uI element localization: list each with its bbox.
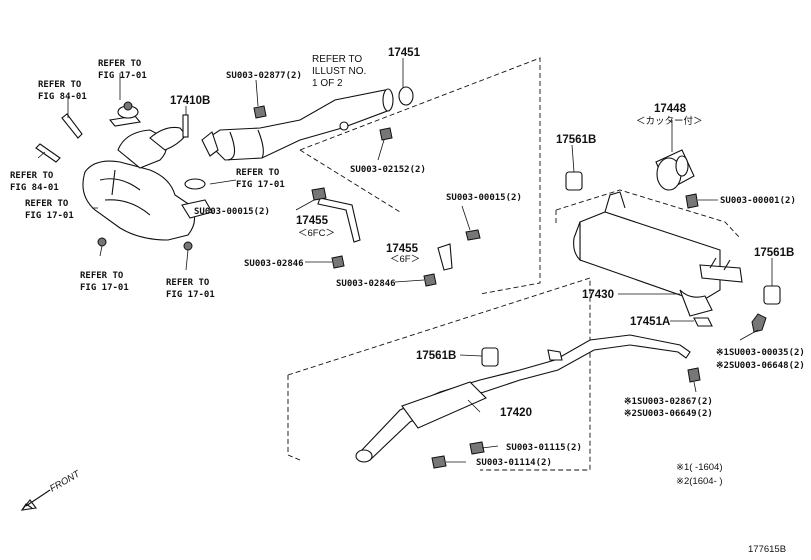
fastener-su003-00001: SU003-00001(2): [720, 196, 796, 206]
bolt-su003-02846-a: [331, 255, 345, 269]
note-2: ※2(1604- ): [676, 476, 723, 487]
bolt-su003-02846-b: [423, 273, 437, 287]
fastener-su003-02877: SU003-02877(2): [226, 71, 302, 81]
part-17451: 17451: [388, 47, 421, 59]
part-17430: 17430: [582, 289, 614, 301]
note-1: ※1( -1604): [676, 462, 723, 473]
refer-fig-17-01-d: REFER TO FIG 17-01: [166, 278, 215, 300]
lower-assembly-outline: [287, 277, 591, 471]
part-17455-a-note: ＜6FC＞: [298, 228, 335, 239]
nut-su003-02867: [687, 367, 701, 383]
upper-assembly-outline: [299, 57, 541, 295]
bolt-su003-00035: [751, 313, 767, 333]
bolt-su003-00015-a: [311, 187, 327, 201]
bolt-su003-01115: [469, 441, 485, 455]
fastener-su003-00015-b: SU003-00015(2): [446, 193, 522, 203]
hanger-17561B-a: [565, 171, 583, 191]
leader-lines: [37, 58, 773, 463]
front-arrow-icon: [20, 489, 51, 511]
part-17455-b: 17455: [386, 243, 419, 255]
part-17455-b-note: ＜6F＞: [390, 254, 420, 265]
nut-su003-02152: [379, 127, 393, 141]
fastener-su003-01114: SU003-01114(2): [476, 458, 552, 468]
part-17420: 17420: [500, 407, 532, 419]
gasket-17451: [398, 86, 414, 106]
part-17410B: 17410B: [170, 95, 210, 107]
tail-pipe-17448: [655, 149, 695, 191]
fastener-su003-00015-a: SU003-00015(2): [194, 207, 270, 217]
refer-illust-1-of-2: REFER TO ILLUST NO. 1 OF 2: [312, 54, 369, 89]
nut-su003-02877: [253, 105, 267, 119]
part-17448: 17448: [654, 103, 687, 115]
bolt-su003-00015-b: [465, 229, 481, 241]
front-label: FRONT: [48, 468, 83, 494]
front-pipe-catalytic-converter: [201, 88, 394, 161]
refer-fig-84-01-b: REFER TO FIG 84-01: [10, 171, 59, 193]
refer-fig-17-01-a: REFER TO FIG 17-01: [98, 59, 147, 81]
figure-id: 177615B: [748, 544, 786, 555]
center-pipe-17420: [355, 334, 691, 463]
part-17451A: 17451A: [630, 316, 670, 328]
part-17561B-a: 17561B: [556, 134, 596, 146]
refer-fig-17-01-b: REFER TO FIG 17-01: [25, 199, 74, 221]
refer-fig-84-01-a: REFER TO FIG 84-01: [38, 80, 87, 102]
fastener-su003-02846-b: SU003-02846: [336, 279, 396, 289]
refer-fig-17-01-e: REFER TO FIG 17-01: [236, 168, 285, 190]
bracket-17455-6f: [437, 243, 453, 271]
main-muffler-17430: [573, 191, 743, 317]
stud-17410B: [182, 114, 189, 138]
bolt-su003-01114: [431, 455, 447, 469]
part-17561B-b: 17561B: [754, 247, 794, 259]
fastener-su003-01115: SU003-01115(2): [506, 443, 582, 453]
fastener-su003-06648: ※2SU003-06648(2): [716, 361, 805, 371]
bracket-17455-6fc: [317, 197, 361, 243]
exhaust-manifold: [35, 101, 213, 251]
refer-fig-17-01-c: REFER TO FIG 17-01: [80, 271, 129, 293]
bolt-su003-00001: [685, 193, 699, 209]
gasket-17451A: [693, 317, 713, 327]
hanger-17561B-c: [481, 347, 499, 367]
fastener-su003-00035: ※1SU003-00035(2): [716, 348, 805, 358]
hanger-17561B-b: [763, 285, 781, 305]
part-17561B-c: 17561B: [416, 350, 456, 362]
fastener-su003-02846-a: SU003-02846: [244, 259, 304, 269]
part-17455-a: 17455: [296, 215, 329, 227]
fastener-su003-02152: SU003-02152(2): [350, 165, 426, 175]
muffler-outline: [555, 189, 741, 239]
fastener-su003-06649: ※2SU003-06649(2): [624, 409, 713, 419]
fastener-su003-02867: ※1SU003-02867(2): [624, 397, 713, 407]
part-17448-note: ＜カッター付＞: [636, 116, 703, 127]
